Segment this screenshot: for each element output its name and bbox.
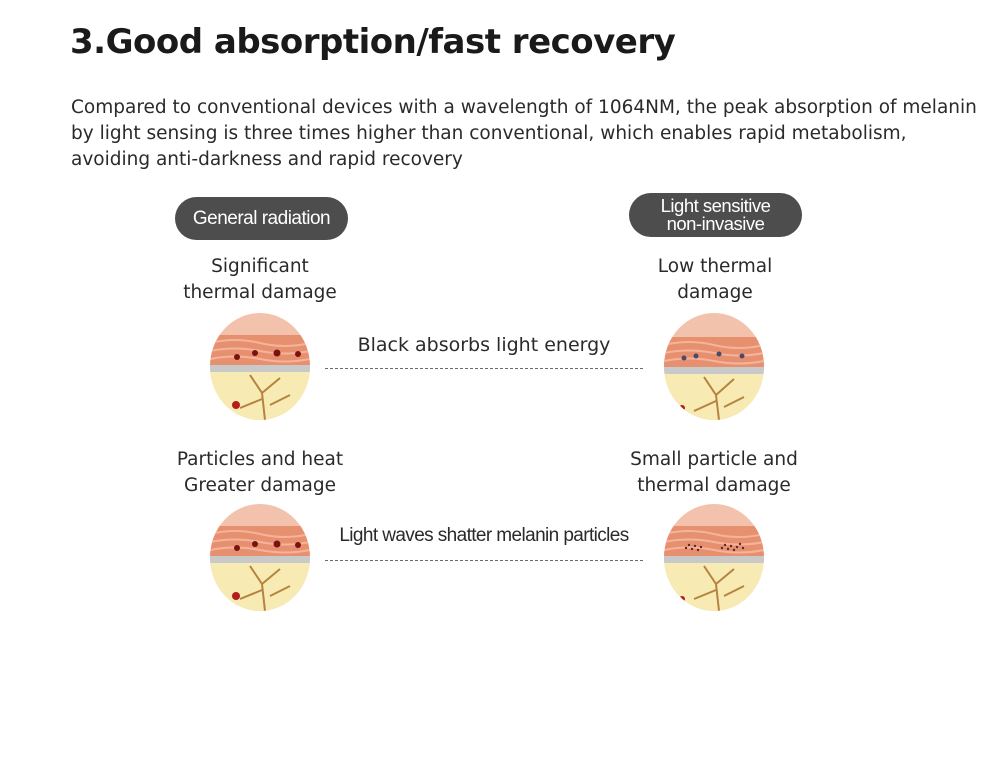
right-row2-caption-line1: Small particle and: [630, 449, 798, 470]
general-radiation-pill: General radiation: [175, 197, 348, 240]
right-row2-caption: Small particle and thermal damage: [609, 447, 819, 499]
left-row2-caption-line1: Particles and heat: [176, 449, 344, 470]
skin-section-right-row2: [664, 504, 764, 611]
page-title: 3.Good absorption/fast recovery: [70, 22, 676, 62]
light-sensitive-pill: Light sensitive non-invasive: [629, 193, 802, 237]
description: Compared to conventional devices with a …: [71, 97, 977, 170]
black-absorbs-label: Black absorbs light energy: [357, 334, 611, 356]
row2-dashed-connector: [325, 560, 643, 561]
skin-section-left-row1: [210, 313, 310, 420]
light-waves-label: Light waves shatter melanin particles: [339, 525, 629, 546]
left-row2-caption-line2: Greater damage: [184, 475, 336, 496]
left-row1-caption-line1: Significant: [211, 256, 309, 277]
right-row1-caption: Low thermal damage: [615, 254, 815, 306]
left-row2-caption: Particles and heat Greater damage: [155, 447, 365, 499]
row1-dashed-connector: [325, 368, 643, 369]
right-row1-caption-line1: Low thermal: [657, 256, 773, 277]
skin-section-right-row1: [664, 313, 764, 420]
right-row1-caption-line2: damage: [677, 282, 753, 303]
light-sensitive-label-line1: Light sensitive: [660, 195, 771, 216]
skin-section-left-row2: [210, 504, 310, 611]
left-row1-caption-line2: thermal damage: [183, 282, 337, 303]
light-sensitive-label-line2: non-invasive: [666, 213, 765, 234]
right-row2-caption-line2: thermal damage: [637, 475, 791, 496]
general-radiation-label: General radiation: [192, 207, 331, 229]
left-row1-caption: Significant thermal damage: [160, 254, 360, 306]
